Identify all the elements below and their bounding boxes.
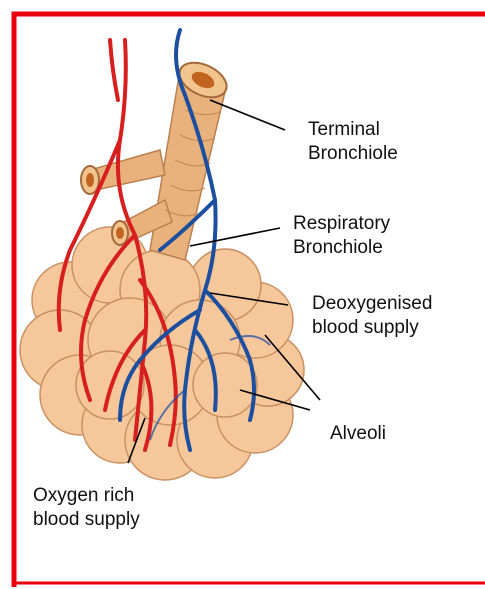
label-terminal-bronchiole: Terminal Bronchiole	[308, 118, 398, 166]
label-alveoli: Alveoli	[330, 422, 386, 446]
label-oxygen-rich-blood-supply: Oxygen rich blood supply	[33, 484, 140, 532]
label-respiratory-bronchiole: Respiratory Bronchiole	[293, 212, 390, 260]
label-deoxygenised-blood-supply: Deoxygenised blood supply	[312, 292, 432, 340]
alveoli-cluster	[20, 227, 304, 480]
